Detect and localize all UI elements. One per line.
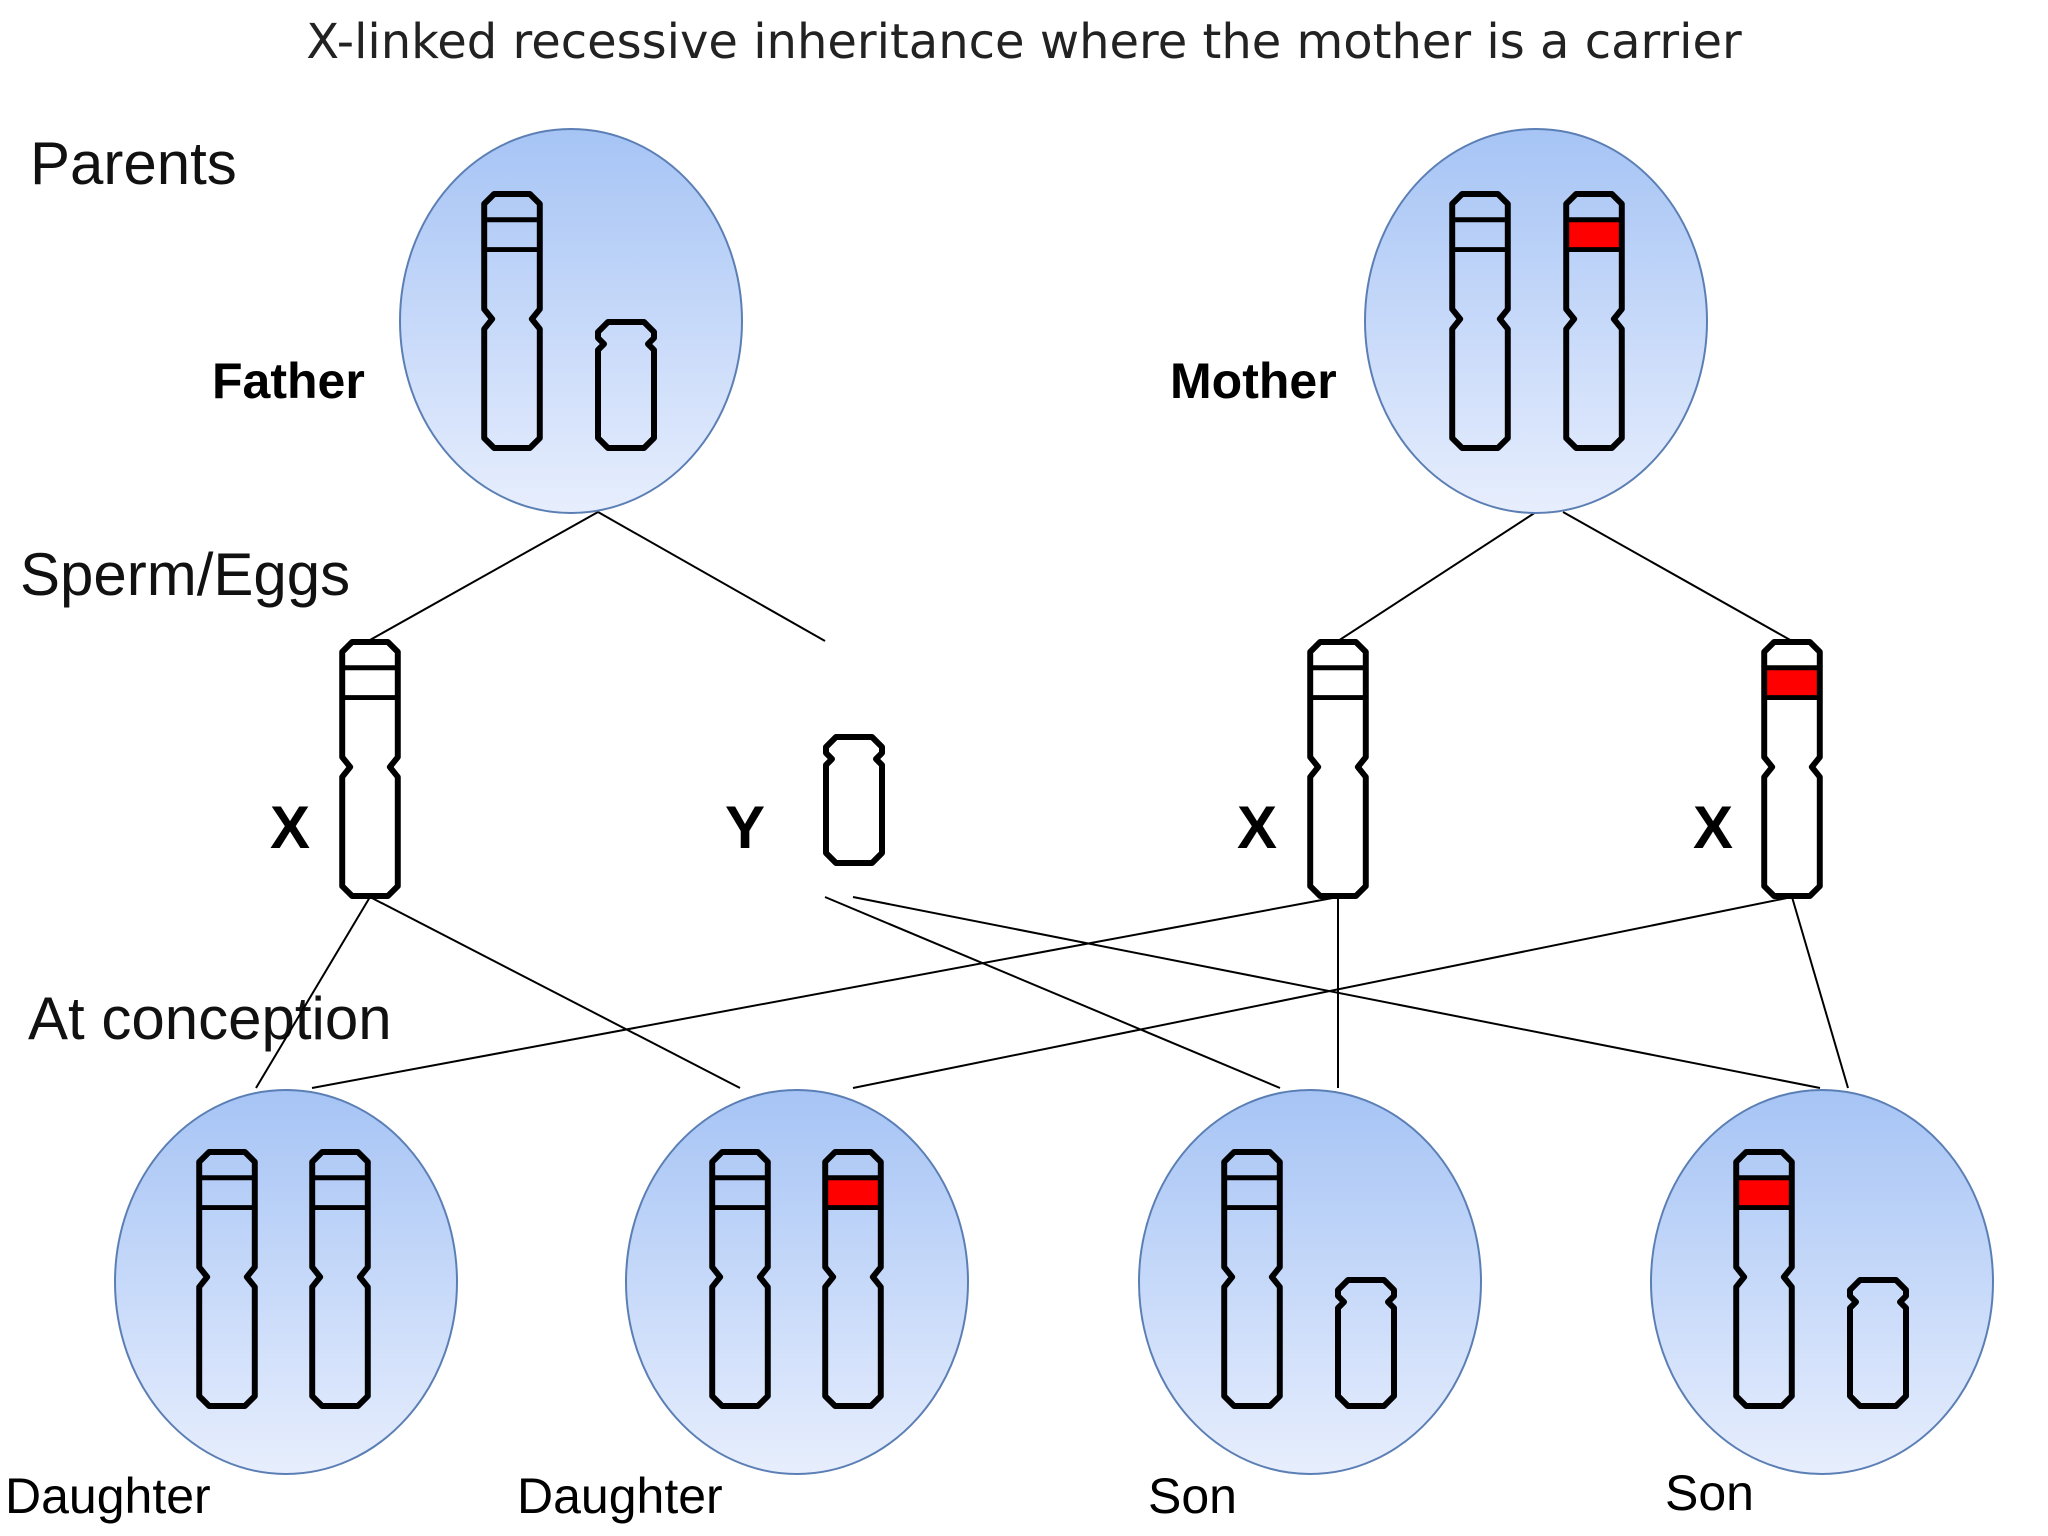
gamete-label-x-egg-normal: X	[1237, 794, 1277, 861]
father-label: Father	[212, 353, 365, 409]
section-label-conception: At conception	[28, 985, 392, 1052]
child-cell-daughter-2	[625, 1089, 969, 1475]
mother-x-chromosome-carrier	[1566, 194, 1622, 448]
sperm-x-chromosome	[342, 642, 398, 896]
child-cell-son-1	[1138, 1089, 1482, 1475]
mother-label: Mother	[1170, 353, 1337, 409]
mother-cell	[1364, 128, 1708, 514]
egg-x-chromosome-carrier	[1764, 642, 1820, 896]
child-cell-son-2	[1650, 1089, 1994, 1475]
diagram-title: X-linked recessive inheritance where the…	[306, 14, 1742, 70]
child-label-3: Son	[1148, 1468, 1237, 1524]
father-cell	[399, 128, 743, 514]
child-cell-daughter-1	[114, 1089, 458, 1475]
gamete-label-x-sperm: X	[270, 794, 310, 861]
section-label-gametes: Sperm/Eggs	[20, 541, 350, 608]
gamete-label-y-sperm: Y	[725, 794, 765, 861]
gamete-label-x-egg-carrier: X	[1693, 794, 1733, 861]
child-label-4: Son	[1665, 1465, 1754, 1521]
egg-x-chromosome-normal	[1310, 642, 1366, 896]
section-label-parents: Parents	[30, 130, 237, 197]
sperm-y-chromosome	[826, 737, 882, 863]
inheritance-lines	[255, 511, 1849, 1089]
child-label-1: Daughter	[5, 1468, 211, 1524]
child-label-2: Daughter	[517, 1468, 723, 1524]
